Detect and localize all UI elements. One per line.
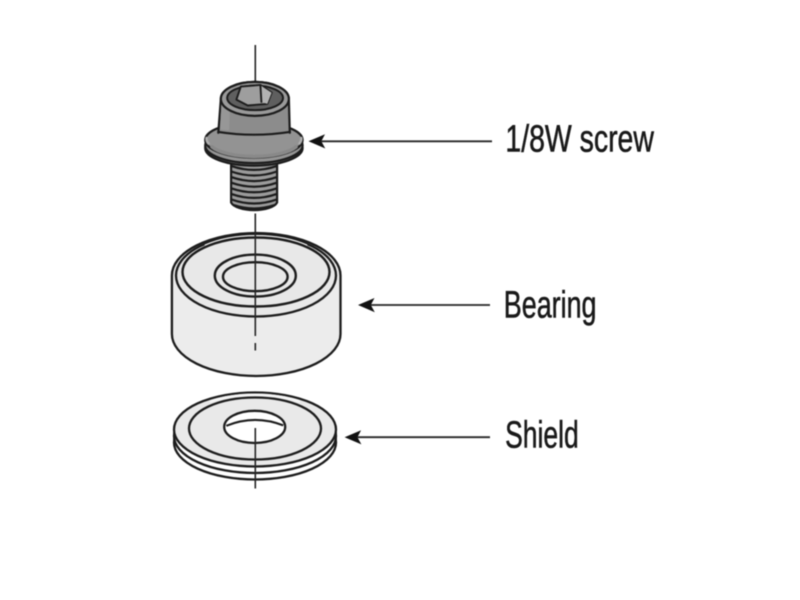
svg-text:Bearing: Bearing [504,283,597,326]
svg-text:1/8W screw: 1/8W screw [505,118,654,161]
svg-text:Shield: Shield [505,414,579,457]
